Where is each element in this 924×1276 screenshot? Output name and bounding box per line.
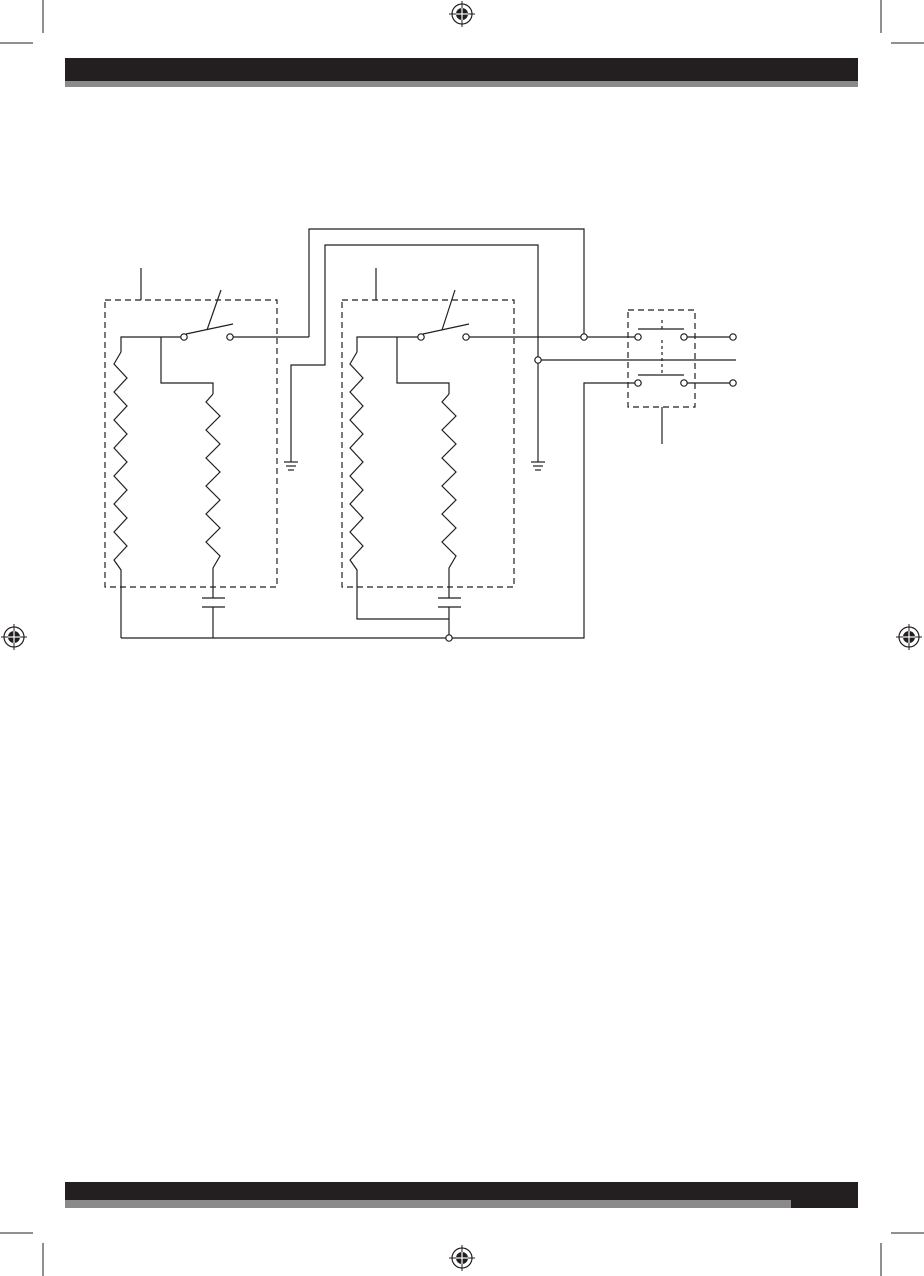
registration-mark-icon [449,1245,475,1271]
ground-icon [284,462,298,470]
unit-2-switch-contact [463,334,469,340]
terminal-switch-contact [635,334,641,340]
junction-node [581,334,587,340]
wiring-diagram [105,229,736,641]
unit-2-resistor-b [442,394,456,598]
ground-icon [531,462,545,470]
unit-2-switch-leader-line [442,290,455,330]
unit-2-switch-contact [418,334,424,340]
terminal-switch-contact [681,380,687,386]
unit-2-switch-blade [423,324,469,334]
junction-node [446,635,452,641]
registration-mark-icon [896,624,922,650]
terminal-switch-contact [635,380,641,386]
unit-2-resistor-a [350,352,449,619]
output-terminal [730,334,736,340]
unit-1-switch-blade [186,324,233,334]
unit-2-dashed-enclosure [342,300,514,587]
registration-mark-icon [449,1,475,27]
unit-1-switch-contact [181,334,187,340]
unit-1-dashed-enclosure [105,300,277,587]
unit-1-switch-contact [227,334,233,340]
unit-1-switch-leader-line [207,290,221,330]
unit-1-resistor-b [206,394,220,598]
junction-node [535,357,541,363]
output-terminal [730,380,736,386]
unit-1-resistor-a [114,352,127,638]
registration-mark-icon [1,624,27,650]
terminal-switch-contact [681,334,687,340]
